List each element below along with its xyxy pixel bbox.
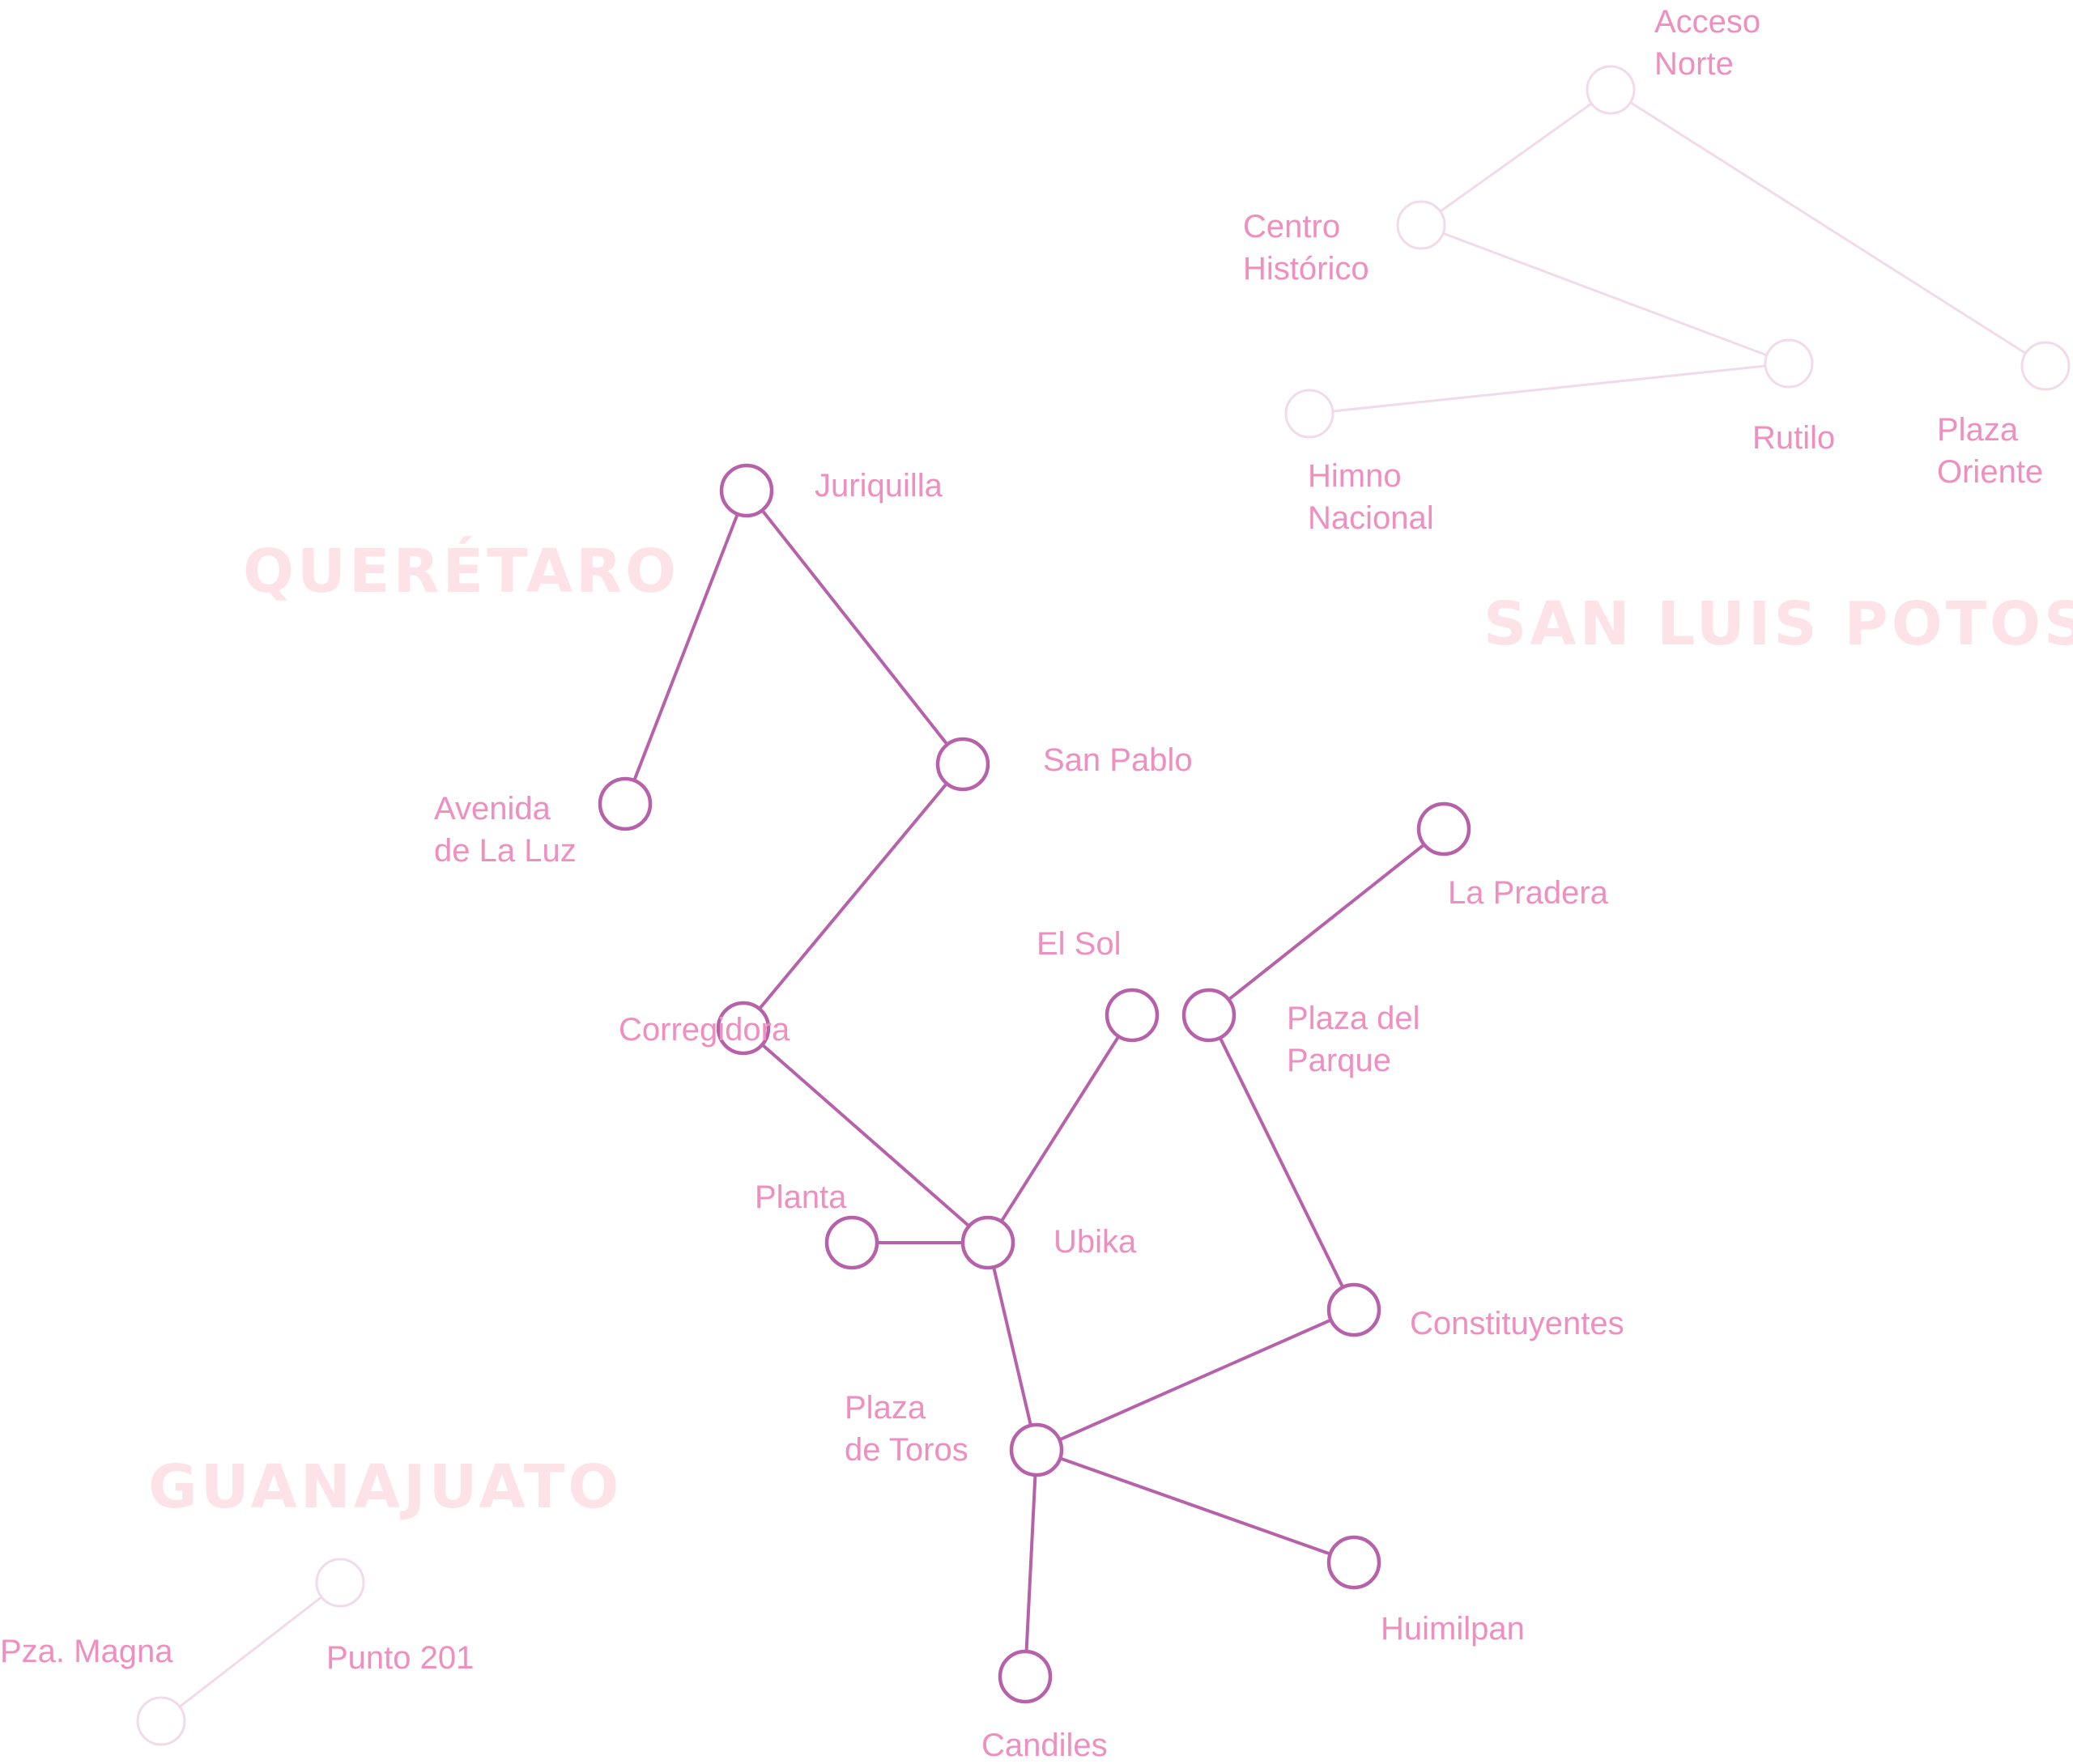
connection-line-juriquilla-san-pablo: [745, 489, 964, 766]
station-node-rutilo[interactable]: [1764, 338, 1814, 389]
station-node-acceso-norte[interactable]: [1586, 65, 1636, 115]
station-label-acceso-norte[interactable]: Acceso Norte: [1654, 4, 1769, 82]
connection-line-punto-201-pza-magna: [160, 1581, 341, 1723]
station-node-punto-201[interactable]: [315, 1558, 365, 1608]
station-label-san-pablo[interactable]: San Pablo: [1043, 742, 1193, 778]
connection-line-rutilo-himno-nacional: [1309, 362, 1790, 415]
station-label-line: Parque: [1287, 1043, 1391, 1078]
station-node-juriquilla[interactable]: [719, 463, 774, 518]
station-label-rutilo[interactable]: Rutilo: [1752, 420, 1835, 456]
connection-line-juriquilla-avenida-de-la-luz: [624, 490, 748, 805]
station-label-huimilpan[interactable]: Huimilpan: [1381, 1611, 1525, 1647]
station-label-avenida-de-la-luz[interactable]: Avenida de La Luz: [434, 791, 577, 869]
station-label-plaza-oriente[interactable]: Plaza Oriente: [1937, 412, 2043, 490]
station-label-line: Histórico: [1243, 251, 1369, 287]
station-node-el-sol[interactable]: [716, 1001, 771, 1056]
station-node-san-pablo[interactable]: [935, 737, 990, 792]
connection-line-san-pablo-el-sol: [742, 763, 964, 1030]
station-label-centro-historico[interactable]: Centro Histórico: [1243, 209, 1369, 287]
connection-line-el-sol-ubika: [742, 1027, 990, 1244]
station-label-el-sol[interactable]: Corregidora: [619, 1012, 790, 1048]
connection-line-centro-historico-rutilo: [1420, 223, 1790, 365]
station-label-line: Nacional: [1308, 500, 1434, 536]
station-label-line: Plaza del: [1287, 1001, 1420, 1036]
connection-line-ubika-plaza-de-toros: [986, 1242, 1038, 1451]
station-node-himno-nacional[interactable]: [1284, 389, 1334, 439]
station-label-line: Himno: [1308, 458, 1402, 494]
station-label-line: Plaza: [1937, 412, 2019, 448]
station-label-constituyentes[interactable]: Constituyentes: [1410, 1306, 1624, 1341]
region-label-guanajuato: GUANAJUATO: [148, 1452, 622, 1522]
station-label-line: de Toros: [845, 1432, 968, 1468]
station-node-plaza-de-toros[interactable]: [1009, 1422, 1064, 1477]
connection-line-plaza-de-toros-candiles: [1024, 1449, 1038, 1677]
station-node-plaza-del-parque[interactable]: [1181, 988, 1237, 1043]
station-label-candiles[interactable]: Candiles: [981, 1728, 1108, 1763]
station-label-corregidora[interactable]: El Sol: [1036, 926, 1122, 962]
region-label-san-luis-potosi: SAN LUIS POTOSÍ: [1483, 588, 2073, 659]
station-label-himno-nacional[interactable]: Himno Nacional: [1308, 458, 1434, 536]
connection-line-plaza-de-toros-huimilpan: [1036, 1448, 1355, 1564]
station-node-la-pradera[interactable]: [1416, 801, 1471, 856]
region-labels: QUERÉTARO SAN LUIS POTOSÍ GUANAJUATO: [148, 535, 2073, 1522]
station-node-avenida-de-la-luz[interactable]: [598, 776, 653, 831]
station-label-plaza-de-toros[interactable]: Plaza de Toros: [845, 1390, 968, 1468]
station-node-corregidora[interactable]: [1105, 988, 1160, 1043]
station-label-line: Acceso: [1654, 4, 1760, 40]
station-node-constituyentes[interactable]: [1326, 1282, 1381, 1337]
connection-line-la-pradera-plaza-del-parque: [1207, 827, 1445, 1017]
station-node-plaza-oriente[interactable]: [2020, 341, 2071, 391]
station-label-line: Norte: [1654, 46, 1734, 82]
connection-line-ubika-corregidora: [986, 1014, 1134, 1244]
station-label-ubika[interactable]: Ubika: [1054, 1224, 1137, 1260]
station-node-planta[interactable]: [824, 1215, 879, 1270]
station-label-juriquilla[interactable]: Juriquilla: [815, 468, 943, 504]
station-label-la-pradera[interactable]: La Pradera: [1448, 875, 1609, 911]
station-label-line: Oriente: [1937, 454, 2043, 490]
connection-line-acceso-norte-plaza-oriente: [1610, 88, 2046, 368]
connection-line-constituyentes-plaza-de-toros: [1036, 1308, 1355, 1452]
station-label-plaza-del-parque[interactable]: Plaza del Parque: [1287, 1001, 1429, 1078]
station-labels: Acceso Norte Centro Histórico Rutilo Pla…: [0, 4, 2043, 1763]
station-nodes: [136, 65, 2071, 1746]
station-label-pza-magna[interactable]: Pza. Magna: [0, 1634, 173, 1669]
region-label-queretaro: QUERÉTARO: [243, 535, 679, 606]
station-node-candiles[interactable]: [998, 1649, 1053, 1704]
connection-line-acceso-norte-centro-historico: [1420, 88, 1611, 227]
station-node-pza-magna[interactable]: [136, 1696, 186, 1746]
station-label-punto-201[interactable]: Punto 201: [326, 1640, 474, 1676]
station-label-line: de La Luz: [434, 833, 577, 869]
station-node-huimilpan[interactable]: [1326, 1535, 1381, 1590]
connection-lines: [160, 88, 2046, 1723]
station-node-centro-historico[interactable]: [1396, 200, 1446, 250]
station-label-line: Centro: [1243, 209, 1340, 244]
station-label-planta[interactable]: Planta: [755, 1180, 847, 1215]
station-label-line: Plaza: [845, 1390, 926, 1426]
station-label-line: Avenida: [434, 791, 551, 827]
station-node-ubika[interactable]: [960, 1215, 1015, 1270]
connection-line-plaza-del-parque-constituyentes: [1207, 1014, 1356, 1311]
